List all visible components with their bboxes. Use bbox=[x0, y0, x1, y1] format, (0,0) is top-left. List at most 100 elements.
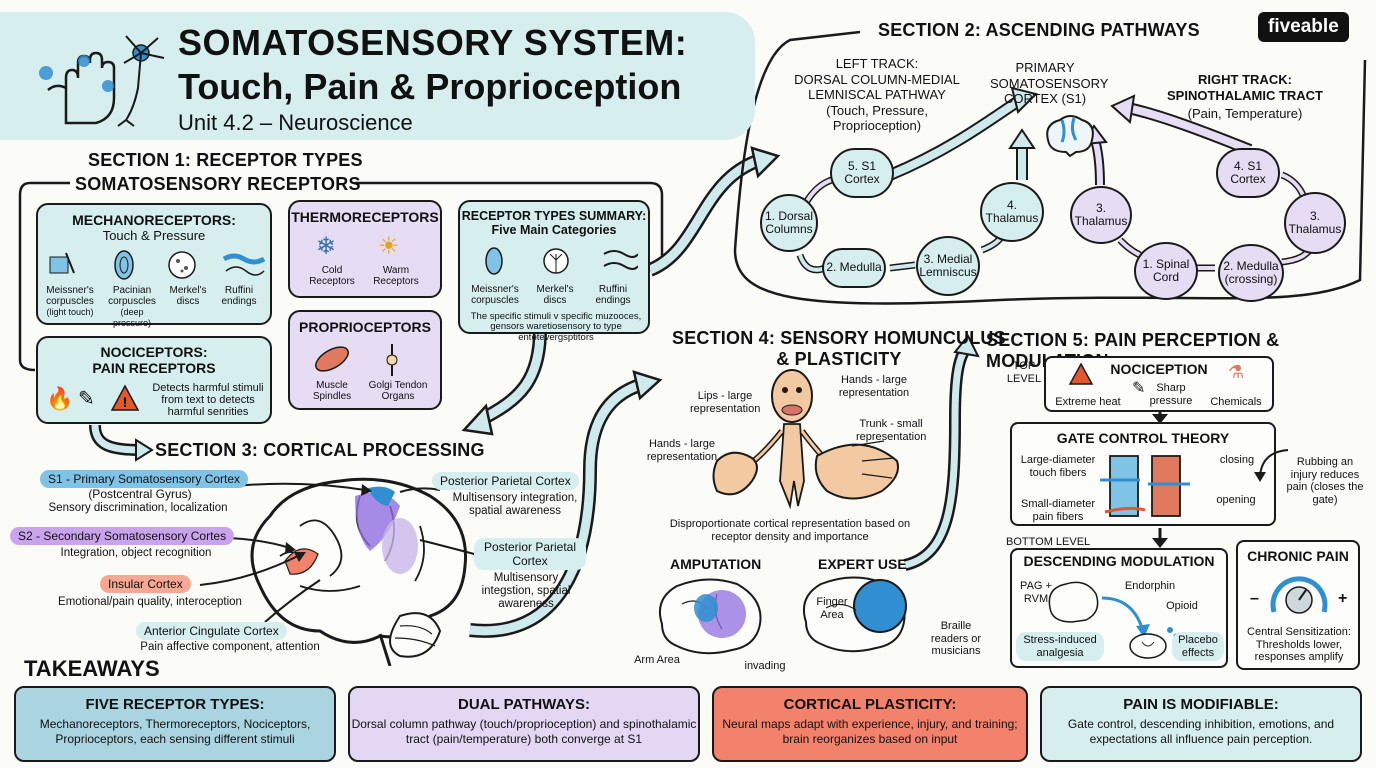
rubbing-arrow bbox=[1254, 449, 1289, 482]
warm-receptors-label: Warm Receptors bbox=[373, 265, 419, 287]
nociceptors-box: NOCICEPTORS: PAIN RECEPTORS 🔥 ✎ ! Detect… bbox=[36, 336, 272, 424]
takeaway-body-2: Dorsal column pathway (touch/propriocept… bbox=[351, 717, 697, 746]
knife-icon: ✎ bbox=[1132, 380, 1146, 397]
rubbing-label: Rubbing an injury reduces pain (closes t… bbox=[1286, 456, 1364, 506]
thermo-title: THERMORECEPTORS bbox=[291, 209, 439, 225]
title-line1: SOMATOSENSORY SYSTEM: bbox=[178, 22, 688, 63]
fire-icon: 🔥 bbox=[46, 386, 74, 411]
opening-label: opening bbox=[1216, 494, 1256, 506]
right-track-title: RIGHT TRACK: SPINOTHALAMIC TRACT bbox=[1167, 72, 1323, 103]
node-medulla-crossing: 2. Medulla (crossing) bbox=[1218, 244, 1284, 302]
flask-icon: ⚗ bbox=[1228, 362, 1245, 382]
dial-minus: – bbox=[1250, 590, 1259, 607]
descending-title: DESCENDING MODULATION bbox=[1023, 553, 1215, 569]
mechano-subtitle: Touch & Pressure bbox=[102, 228, 206, 243]
subtitle: Unit 4.2 – Neuroscience bbox=[178, 110, 413, 135]
takeaway-title-3: CORTICAL PLASTICITY: bbox=[783, 696, 957, 713]
summary-item-1: Meissner's corpuscles bbox=[471, 284, 519, 306]
warning-heat-icon bbox=[1068, 362, 1094, 385]
endorphin-label: Endorphin bbox=[1124, 580, 1176, 592]
finger-area-label: Finger Area bbox=[816, 596, 848, 621]
merkel-summary-icon bbox=[543, 248, 569, 274]
hands-top-label: Hands - large representation bbox=[838, 374, 910, 399]
snowflake-icon: ❄ bbox=[316, 233, 337, 260]
right-track-subtitle: (Pain, Temperature) bbox=[1187, 106, 1303, 121]
node-thalamus-left: 4. Thalamus bbox=[980, 182, 1044, 242]
s1-desc: Sensory discrimination, localization bbox=[48, 502, 228, 514]
section2-title: SECTION 2: ASCENDING PATHWAYS bbox=[878, 20, 1200, 40]
top-level-label: TOP LEVEL bbox=[1006, 360, 1042, 385]
homunculus-caption: Disproportionate cortical representation… bbox=[669, 518, 911, 543]
acc-tag: Anterior Cingulate Cortex bbox=[136, 622, 287, 640]
bottom-level-label: BOTTOM LEVEL bbox=[1006, 536, 1091, 548]
trunk-label: Trunk - small representation bbox=[856, 418, 927, 443]
node-spinal-cord: 1. Spinal Cord bbox=[1134, 242, 1198, 300]
node-medial-lemniscus: 3. Medial Lemniscus bbox=[916, 236, 980, 296]
opioid-label: Opioid bbox=[1166, 600, 1198, 612]
proprio-title: PROPRIOCEPTORS bbox=[299, 319, 431, 335]
amputation-brain bbox=[658, 578, 762, 655]
chronic-title: CHRONIC PAIN bbox=[1247, 548, 1349, 564]
needle-icon: ✎ bbox=[78, 388, 95, 410]
node-s1-cortex-left: 5. S1 Cortex bbox=[830, 148, 894, 198]
brand-logo: fiveable bbox=[1258, 12, 1349, 42]
placebo-tag: Placebo effects bbox=[1172, 632, 1224, 662]
node-thalamus-right-outer: 3. Thalamus bbox=[1284, 192, 1346, 254]
section4-title: SECTION 4: SENSORY HOMUNCULUS & PLASTICI… bbox=[672, 328, 1006, 369]
hands-left-label: Hands - large representation bbox=[646, 438, 718, 463]
summary-subtitle: Five Main Categories bbox=[491, 223, 617, 237]
braille-label: Braille readers or musicians bbox=[930, 620, 982, 658]
noci-desc: Detects harmful stimuli from text to det… bbox=[152, 382, 264, 419]
proprioceptors-box: PROPRIOCEPTORS Muscle Spindles Golgi Ten… bbox=[288, 310, 442, 410]
insular-tag: Insular Cortex bbox=[100, 575, 191, 593]
section1-title: SECTION 1: RECEPTOR TYPES bbox=[88, 150, 363, 170]
cold-receptors-label: Cold Receptors bbox=[309, 265, 355, 287]
meissner-icon bbox=[49, 252, 75, 274]
brain-diagram bbox=[250, 477, 468, 666]
descending-diagram bbox=[1048, 581, 1179, 659]
brain-s1-icon bbox=[1046, 115, 1094, 158]
merkel-icon bbox=[168, 251, 196, 279]
golgi-label: Golgi Tendon Organs bbox=[368, 380, 428, 402]
muscle-icon bbox=[315, 346, 349, 372]
joint-icon bbox=[386, 344, 398, 376]
pacinian-label: Pacinian corpuscles bbox=[108, 285, 156, 307]
noci-title: NOCICEPTORS: bbox=[100, 344, 208, 360]
ruffini-icon bbox=[222, 253, 266, 276]
takeaway-body-1: Mechanoreceptors, Thermoreceptors, Nocic… bbox=[39, 717, 311, 746]
closing-label: closing bbox=[1219, 454, 1255, 466]
nociception-title: NOCICEPTION bbox=[1110, 361, 1208, 377]
takeaway-body-4: Gate control, descending inhibition, emo… bbox=[1067, 717, 1335, 746]
insular-desc: Emotional/pain quality, interoception bbox=[58, 596, 242, 608]
mechano-title: MECHANORECEPTORS: bbox=[72, 212, 236, 228]
s1-sub: (Postcentral Gyrus) bbox=[88, 487, 192, 501]
chemicals-label: Chemicals bbox=[1210, 396, 1262, 408]
s1-tag: S1 - Primary Somatosensory Cortex bbox=[40, 470, 249, 488]
noci-subtitle: PAIN RECEPTORS bbox=[92, 360, 216, 376]
node-s1-cortex-right: 4. S1 Cortex bbox=[1216, 148, 1280, 198]
acc-desc: Pain affective component, attention bbox=[140, 641, 320, 653]
summary-box: RECEPTOR TYPES SUMMARY: Five Main Catego… bbox=[458, 200, 650, 343]
dial-icon bbox=[1270, 576, 1328, 614]
arm-area-label: Arm Area bbox=[634, 654, 680, 666]
ppc2-desc: Multisensory integstion, spatial awarene… bbox=[481, 572, 571, 611]
takeaway-title-1: FIVE RECEPTOR TYPES: bbox=[85, 696, 265, 713]
expert-brain bbox=[802, 576, 907, 653]
extreme-heat-label: Extreme heat bbox=[1055, 396, 1121, 408]
chronic-pain-box: CHRONIC PAIN – + Central Sensitization: … bbox=[1236, 540, 1360, 670]
sharp-pressure-label: Sharp pressure bbox=[1149, 382, 1193, 407]
hand-neuron-icon bbox=[39, 35, 165, 127]
gate-doors-icon bbox=[1100, 455, 1190, 517]
ruffini-summary-icon bbox=[603, 250, 638, 270]
large-fibers-label: Large-diameter touch fibers bbox=[1020, 454, 1096, 479]
dial-plus: + bbox=[1338, 590, 1348, 607]
invading-label: invading bbox=[744, 660, 786, 672]
expert-title: EXPERT USE bbox=[818, 556, 907, 572]
lips-label: Lips - large representation bbox=[690, 390, 761, 415]
pacinian-icon bbox=[114, 250, 134, 280]
ppc2-tag: Posterior Parietal Cortex bbox=[474, 538, 586, 570]
summary-item-2: Merkel's discs bbox=[536, 284, 574, 306]
summary-item-3: Ruffini endings bbox=[595, 284, 631, 306]
mechanoreceptors-box: MECHANORECEPTORS: Touch & Pressure Meiss… bbox=[36, 203, 272, 328]
pag-label: PAG + RVM bbox=[1020, 580, 1052, 605]
